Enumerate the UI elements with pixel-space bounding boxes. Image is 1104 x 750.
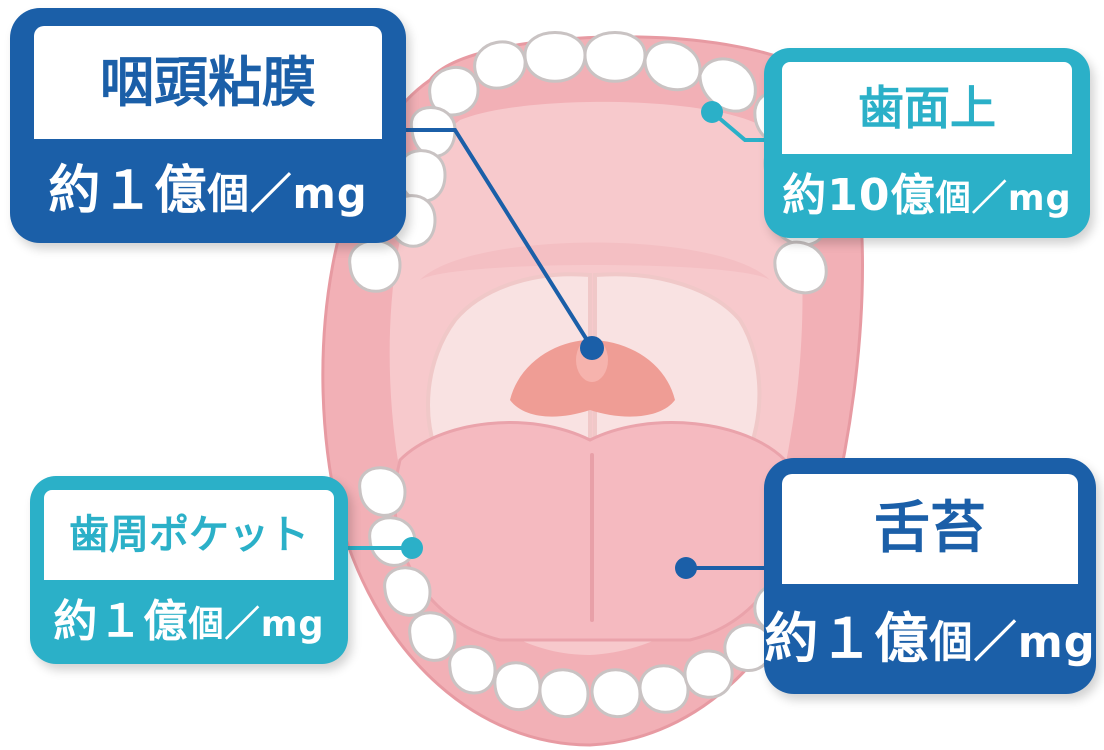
tooth	[773, 240, 828, 295]
amount-unit-periodontal-pocket: 個／mg	[188, 604, 325, 645]
label-box-periodontal-pocket: 歯周ポケット 約１億個／mg	[30, 476, 348, 664]
target-dot-pharynx	[580, 336, 604, 360]
label-amount-periodontal-pocket: 約１億個／mg	[30, 594, 348, 653]
label-title-tongue-coating: 舌苔	[782, 474, 1078, 584]
amount-main-periodontal-pocket: 約１億	[53, 596, 189, 647]
tooth	[493, 661, 542, 712]
tooth	[448, 645, 497, 695]
label-amount-pharynx: 約１億個／mg	[10, 156, 406, 229]
tooth	[348, 239, 402, 293]
target-dot-tooth-surface	[701, 101, 723, 123]
target-dot-tongue-coating	[675, 557, 697, 579]
amount-unit-tongue-coating: 個／mg	[929, 618, 1096, 668]
amount-main-pharynx: 約１億	[48, 161, 208, 221]
tooth	[643, 40, 702, 92]
amount-unit-pharynx: 個／mg	[207, 169, 368, 218]
tooth	[358, 466, 407, 517]
tooth	[538, 668, 590, 719]
tooth	[473, 40, 527, 90]
label-box-tooth-surface: 歯面上 約10億個／mg	[764, 48, 1090, 238]
lower-teeth	[358, 466, 799, 719]
tooth	[683, 649, 734, 699]
label-title-periodontal-pocket: 歯周ポケット	[44, 490, 334, 580]
label-title-tooth-surface: 歯面上	[782, 62, 1072, 154]
label-box-pharynx: 咽頭粘膜 約１億個／mg	[10, 8, 406, 243]
tooth	[638, 664, 690, 714]
tooth	[383, 566, 432, 617]
label-amount-tooth-surface: 約10億個／mg	[764, 166, 1090, 229]
label-amount-tongue-coating: 約１億個／mg	[764, 604, 1096, 678]
amount-main-tongue-coating: 約１億	[764, 607, 930, 670]
label-title-pharynx: 咽頭粘膜	[34, 26, 382, 139]
tooth	[523, 31, 587, 83]
tooth	[408, 611, 457, 662]
amount-main-tooth-surface: 約10億	[782, 170, 936, 221]
target-dot-periodontal-pocket	[401, 537, 423, 559]
soft-palate	[420, 242, 770, 280]
tooth	[698, 57, 757, 113]
amount-unit-tooth-surface: 個／mg	[935, 178, 1072, 219]
tooth	[397, 149, 447, 203]
tooth	[583, 31, 647, 83]
label-box-tongue-coating: 舌苔 約１億個／mg	[764, 458, 1096, 694]
tooth	[590, 668, 642, 719]
